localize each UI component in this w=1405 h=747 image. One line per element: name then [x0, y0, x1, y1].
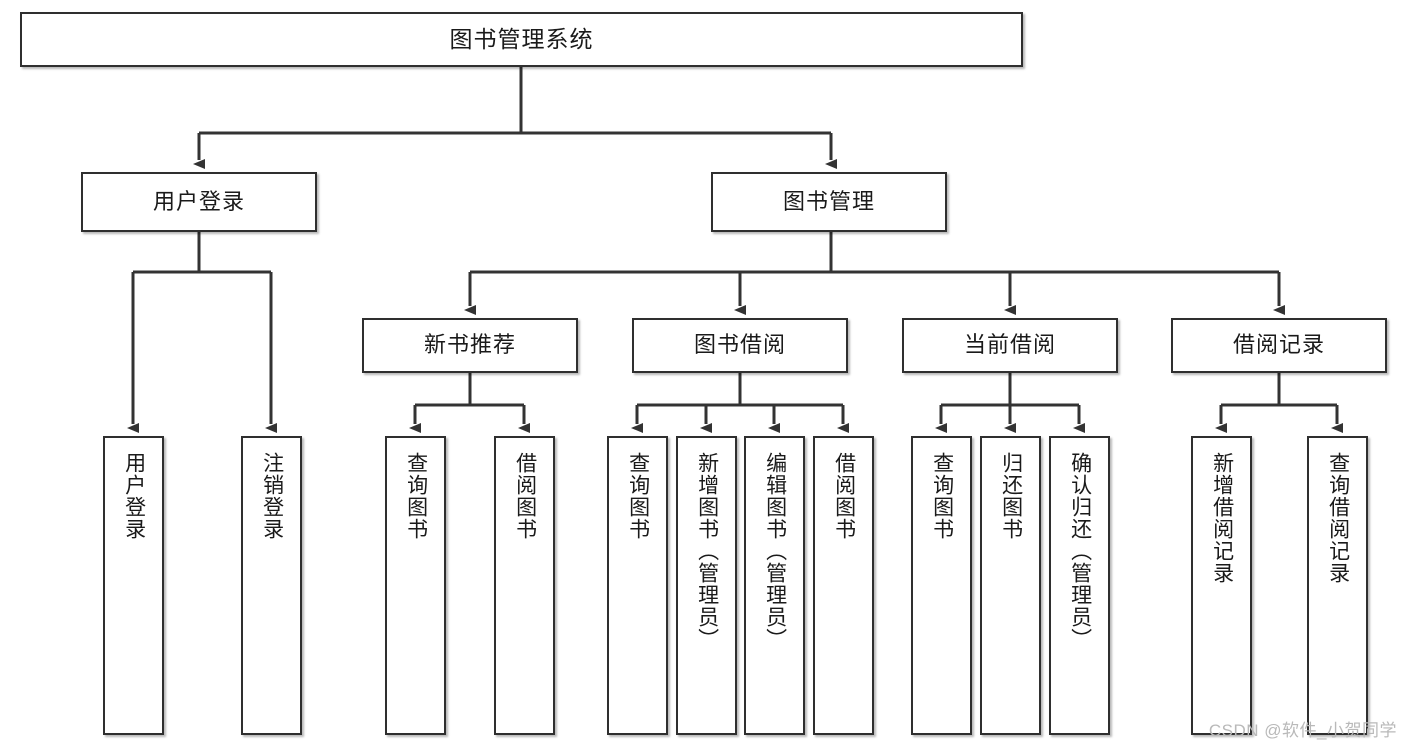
leaf-current-borrow-2-label: 归还图书: [999, 452, 1023, 540]
leaf-new-book-1-label: 查询图书: [404, 452, 428, 540]
leaf-book-borrow-3-label: 编辑图书（管理员）: [763, 452, 787, 650]
node-borrow-record-label: 借阅记录: [1232, 332, 1325, 358]
leaf-current-borrow-3[interactable]: 确认归还（管理员）: [1049, 436, 1110, 735]
leaf-current-borrow-1-label: 查询图书: [930, 452, 954, 540]
leaf-borrow-record-2-label: 查询借阅记录: [1326, 452, 1350, 584]
node-borrow-record[interactable]: 借阅记录: [1171, 318, 1387, 373]
watermark: CSDN @软件_小贺同学: [1208, 721, 1397, 740]
node-root[interactable]: 图书管理系统: [20, 12, 1023, 67]
leaf-user-login-1-label: 用户登录: [122, 452, 146, 540]
leaf-user-login-2[interactable]: 注销登录: [241, 436, 302, 735]
leaf-book-borrow-3[interactable]: 编辑图书（管理员）: [744, 436, 805, 735]
leaf-book-borrow-2-label: 新增图书（管理员）: [695, 452, 719, 650]
node-user-login-label: 用户登录: [152, 188, 245, 214]
node-root-label: 图书管理系统: [449, 25, 594, 52]
leaf-new-book-2-label: 借阅图书: [513, 452, 537, 540]
leaf-borrow-record-2[interactable]: 查询借阅记录: [1307, 436, 1368, 735]
leaf-book-borrow-4[interactable]: 借阅图书: [813, 436, 874, 735]
node-new-book-recommend[interactable]: 新书推荐: [362, 318, 578, 373]
node-new-book-recommend-label: 新书推荐: [423, 332, 516, 358]
node-book-management-label: 图书管理: [782, 188, 875, 214]
leaf-book-borrow-4-label: 借阅图书: [832, 452, 856, 540]
leaf-book-borrow-1[interactable]: 查询图书: [607, 436, 668, 735]
node-book-borrow-label: 图书借阅: [693, 332, 786, 358]
node-current-borrow[interactable]: 当前借阅: [902, 318, 1118, 373]
node-current-borrow-label: 当前借阅: [963, 332, 1056, 358]
leaf-new-book-2[interactable]: 借阅图书: [494, 436, 555, 735]
leaf-borrow-record-1-label: 新增借阅记录: [1210, 452, 1234, 584]
leaf-current-borrow-2[interactable]: 归还图书: [980, 436, 1041, 735]
leaf-book-borrow-2[interactable]: 新增图书（管理员）: [676, 436, 737, 735]
node-book-borrow[interactable]: 图书借阅: [632, 318, 848, 373]
leaf-user-login-1[interactable]: 用户登录: [103, 436, 164, 735]
leaf-book-borrow-1-label: 查询图书: [626, 452, 650, 540]
node-book-management[interactable]: 图书管理: [711, 172, 947, 232]
leaf-current-borrow-1[interactable]: 查询图书: [911, 436, 972, 735]
leaf-current-borrow-3-label: 确认归还（管理员）: [1068, 452, 1092, 650]
leaf-new-book-1[interactable]: 查询图书: [385, 436, 446, 735]
leaf-user-login-2-label: 注销登录: [260, 452, 284, 540]
leaf-borrow-record-1[interactable]: 新增借阅记录: [1191, 436, 1252, 735]
node-user-login[interactable]: 用户登录: [81, 172, 317, 232]
